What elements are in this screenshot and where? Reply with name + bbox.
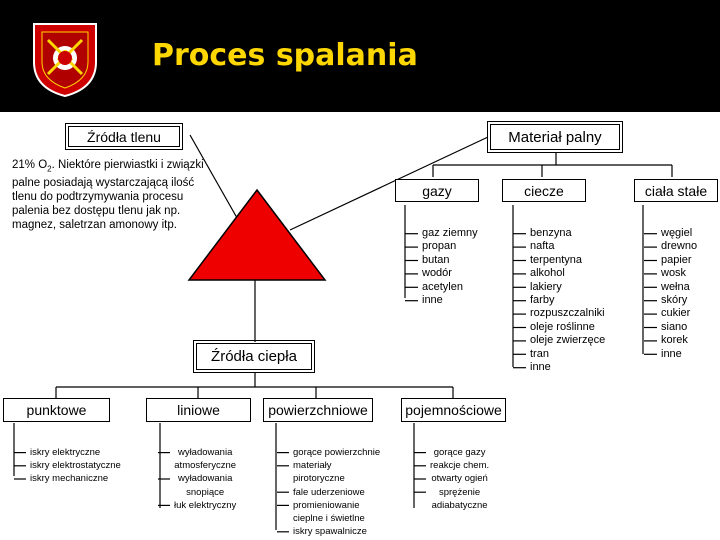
list-item: węgiel bbox=[661, 227, 693, 239]
oxygen-sources-box: Źródła tlenu bbox=[65, 123, 183, 150]
page-title: Proces spalania bbox=[152, 38, 418, 73]
heat-category-volume: pojemnościowe bbox=[401, 398, 506, 422]
heat-category-point: punktowe bbox=[3, 398, 110, 422]
heat-sources-box: Źródła ciepła bbox=[193, 340, 315, 373]
fuel-category-solids: ciała stałe bbox=[634, 179, 718, 202]
list-item: inne bbox=[530, 361, 551, 374]
fuel-category-liquids: ciecze bbox=[502, 179, 586, 202]
oxygen-note: 21% O2. Niektóre pierwiastki i związki p… bbox=[12, 159, 204, 232]
fire-triangle bbox=[187, 188, 327, 281]
list-item: iskry elektryczne bbox=[30, 447, 101, 458]
list-item: acetylen bbox=[422, 280, 463, 293]
list-item: cukier bbox=[661, 307, 691, 320]
list-item: lakiery bbox=[530, 280, 562, 293]
list-item: tran bbox=[530, 347, 549, 360]
list-item: otwarty ogień bbox=[431, 473, 488, 485]
list-item: gorące gazy bbox=[433, 447, 486, 458]
list-item: siano bbox=[661, 320, 688, 333]
list-item: wosk bbox=[661, 267, 687, 280]
list-item: butan bbox=[422, 253, 450, 266]
list-item: skóry bbox=[661, 294, 688, 307]
connector-fuel bbox=[289, 136, 489, 231]
list-item: inne bbox=[661, 347, 682, 360]
list-item: wodór bbox=[422, 267, 452, 280]
list-item: gorące powierzchnie bbox=[293, 447, 381, 458]
connector-oxygen bbox=[189, 134, 246, 233]
list-item: propan bbox=[422, 240, 457, 253]
heat-category-surface: powierzchniowe bbox=[263, 398, 373, 422]
list-item: drewno bbox=[661, 240, 698, 253]
list-item: alkohol bbox=[530, 267, 565, 280]
heat-category-linear: liniowe bbox=[146, 398, 251, 422]
list-item: iskry elektrostatyczne bbox=[30, 460, 121, 472]
list-item: terpentyna bbox=[530, 253, 582, 266]
list-item: iskry spawalnicze bbox=[293, 526, 367, 538]
list-item: oleje roślinne bbox=[530, 320, 595, 333]
list-item: gaz ziemny bbox=[422, 227, 478, 239]
list-item: fale uderzeniowe bbox=[293, 486, 365, 498]
fire-brigade-logo bbox=[33, 23, 97, 98]
list-item: nafta bbox=[530, 240, 555, 253]
list-item: benzyna bbox=[530, 227, 572, 239]
list-item: rozpuszczalniki bbox=[530, 307, 605, 320]
list-item: korek bbox=[661, 334, 688, 347]
list-item: papier bbox=[661, 253, 692, 266]
header-bar bbox=[0, 0, 720, 112]
list-item: reakcje chem. bbox=[430, 460, 490, 472]
list-item: wełna bbox=[661, 280, 690, 293]
fuel-category-gases: gazy bbox=[395, 179, 479, 202]
list-item: inne bbox=[422, 294, 443, 307]
fuel-box: Materiał palny bbox=[487, 121, 623, 153]
list-item: oleje zwierzęce bbox=[530, 334, 606, 347]
list-item: farby bbox=[530, 294, 555, 307]
list-item: łuk elektryczny bbox=[174, 499, 237, 511]
list-item: iskry mechaniczne bbox=[30, 473, 109, 485]
